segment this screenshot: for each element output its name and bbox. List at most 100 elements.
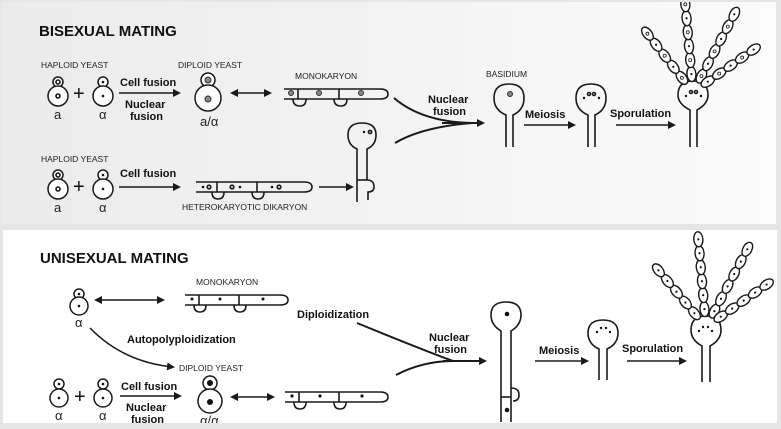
nuclear-fusion-label-line2: fusion	[130, 111, 163, 123]
haploid-yeast-alpha-cell-icon	[92, 76, 114, 107]
spore-nucleus	[746, 248, 749, 251]
plus-sign: +	[73, 83, 85, 105]
diploid-type-label: a/α	[200, 114, 219, 129]
spore-nucleus	[740, 55, 745, 60]
spore-nucleus	[666, 279, 669, 283]
spore-nucleus	[680, 75, 684, 80]
spore-nucleus	[672, 65, 675, 68]
spore-nucleus	[739, 260, 742, 263]
spore-nucleus	[699, 266, 702, 269]
mating-type-a-2: a	[54, 200, 62, 215]
diploidization-label: Diploidization	[297, 309, 369, 321]
basidium-meiotic-icon	[575, 83, 607, 147]
plus-sign-2: +	[73, 176, 85, 198]
spore-nucleus	[719, 297, 723, 300]
cell-fusion-label: Cell fusion	[120, 77, 177, 89]
spore-nucleus	[645, 31, 650, 36]
spore-nucleus	[733, 13, 736, 16]
spore-nucleus	[725, 24, 730, 29]
spore-nucleus	[717, 71, 722, 76]
unisexual-diagram: UNISEXUAL MATING α MONOKARYON Diploidiza…	[40, 231, 774, 423]
nuclear-fusion-label-line2-b: fusion	[434, 344, 467, 356]
merge-curve-bottom	[394, 122, 473, 144]
monokaryon-hypha-icon	[185, 294, 289, 313]
nuclear-fusion-label-line2-b: fusion	[433, 106, 466, 118]
merge-curve-top	[356, 322, 454, 362]
spore-nucleus	[702, 294, 705, 297]
mating-type-alpha-single: α	[75, 315, 83, 330]
spore-nucleus	[684, 301, 687, 304]
diploid-yeast-label: DIPLOID YEAST	[179, 363, 243, 373]
meiosis-label: Meiosis	[525, 109, 565, 121]
spore-nucleus	[703, 307, 706, 311]
cell-fusion-label-2: Cell fusion	[120, 168, 177, 180]
spore-nucleus	[712, 49, 717, 54]
spore-nucleus	[662, 53, 667, 58]
sporulation-label: Sporulation	[610, 108, 671, 120]
spore-nucleus	[706, 80, 709, 83]
dikaryotic-hypha-tip-icon	[347, 122, 377, 202]
haploid-yeast-label-2: HAPLOID YEAST	[41, 154, 108, 164]
spore-nucleus	[697, 238, 700, 241]
spore-nucleus	[713, 310, 716, 313]
diploid-yeast-label: DIPLOID YEAST	[178, 60, 242, 70]
bisexual-diagram: BISEXUAL MATING HAPLOID YEAST a + α Cell…	[39, 2, 761, 215]
spore-nucleus	[706, 62, 710, 65]
spore-nucleus	[729, 64, 732, 67]
basidium-spore-chains-icon	[640, 2, 761, 147]
merge-curve-bottom	[395, 360, 454, 376]
spore-nucleus	[675, 290, 678, 293]
spore-nucleus	[733, 272, 736, 276]
basidium-spore-chains-icon	[651, 231, 774, 382]
nuclear-fusion-label-line1-b: Nuclear	[428, 94, 469, 106]
mating-type-alpha-1: α	[55, 408, 63, 423]
mating-type-a: a	[54, 107, 62, 122]
section-title: UNISEXUAL MATING	[40, 250, 189, 267]
mating-type-alpha-2: α	[99, 200, 107, 215]
spore-nucleus	[720, 37, 723, 41]
meiosis-label: Meiosis	[539, 345, 579, 357]
spore-nucleus	[698, 252, 701, 255]
dikaryon-hypha-icon	[196, 181, 313, 200]
plus-sign: +	[74, 386, 86, 408]
diploid-yeast-cell-icon	[194, 72, 222, 112]
spore-nucleus	[731, 307, 734, 310]
haploid-yeast-alpha-cell-icon-2	[93, 378, 113, 408]
spore-nucleus	[752, 48, 755, 51]
spore-nucleus	[683, 2, 688, 7]
section-title: BISEXUAL MATING	[39, 23, 177, 40]
diploid-hypha-tip-icon	[490, 301, 522, 422]
spore-nucleus	[654, 43, 658, 46]
spore-nucleus	[699, 74, 704, 79]
monokaryon-hypha-icon	[284, 88, 389, 107]
spore-nucleus	[693, 312, 696, 315]
haploid-yeast-label: HAPLOID YEAST	[41, 60, 108, 70]
haploid-yeast-alpha-cell-icon-1	[49, 378, 69, 408]
monokaryon-label: MONOKARYON	[295, 71, 357, 81]
diploid-monokaryon-hypha-icon	[285, 391, 389, 410]
basidium-diploid-icon	[493, 83, 525, 147]
autopolyploidization-arrow	[89, 327, 175, 371]
spore-nucleus	[685, 30, 690, 35]
unisexual-mating-panel: UNISEXUAL MATING α MONOKARYON Diploidiza…	[3, 230, 777, 423]
sporulation-label: Sporulation	[622, 343, 683, 355]
spore-nucleus	[657, 269, 660, 272]
haploid-yeast-a-cell-icon-2	[47, 169, 69, 200]
cell-fusion-label: Cell fusion	[121, 381, 178, 393]
spore-nucleus	[742, 299, 745, 302]
spore-nucleus	[700, 280, 704, 283]
autopolyploidization-label: Autopolyploidization	[127, 334, 236, 346]
spore-nucleus	[690, 72, 693, 76]
nuclear-fusion-label-line1: Nuclear	[126, 402, 167, 414]
diploid-yeast-alpha-alpha-icon	[197, 375, 223, 414]
nuclear-fusion-label-line2: fusion	[131, 414, 164, 423]
spore-nucleus	[726, 285, 729, 288]
spore-nucleus	[687, 45, 691, 48]
basidium-label: BASIDIUM	[486, 69, 527, 79]
mating-type-alpha: α	[99, 107, 107, 122]
basidium-meiotic-icon	[587, 319, 619, 380]
spore-nucleus	[719, 315, 722, 318]
haploid-yeast-a-cell-icon	[47, 76, 69, 107]
nuclear-fusion-label-line1: Nuclear	[125, 99, 166, 111]
spore-nucleus	[754, 291, 757, 294]
